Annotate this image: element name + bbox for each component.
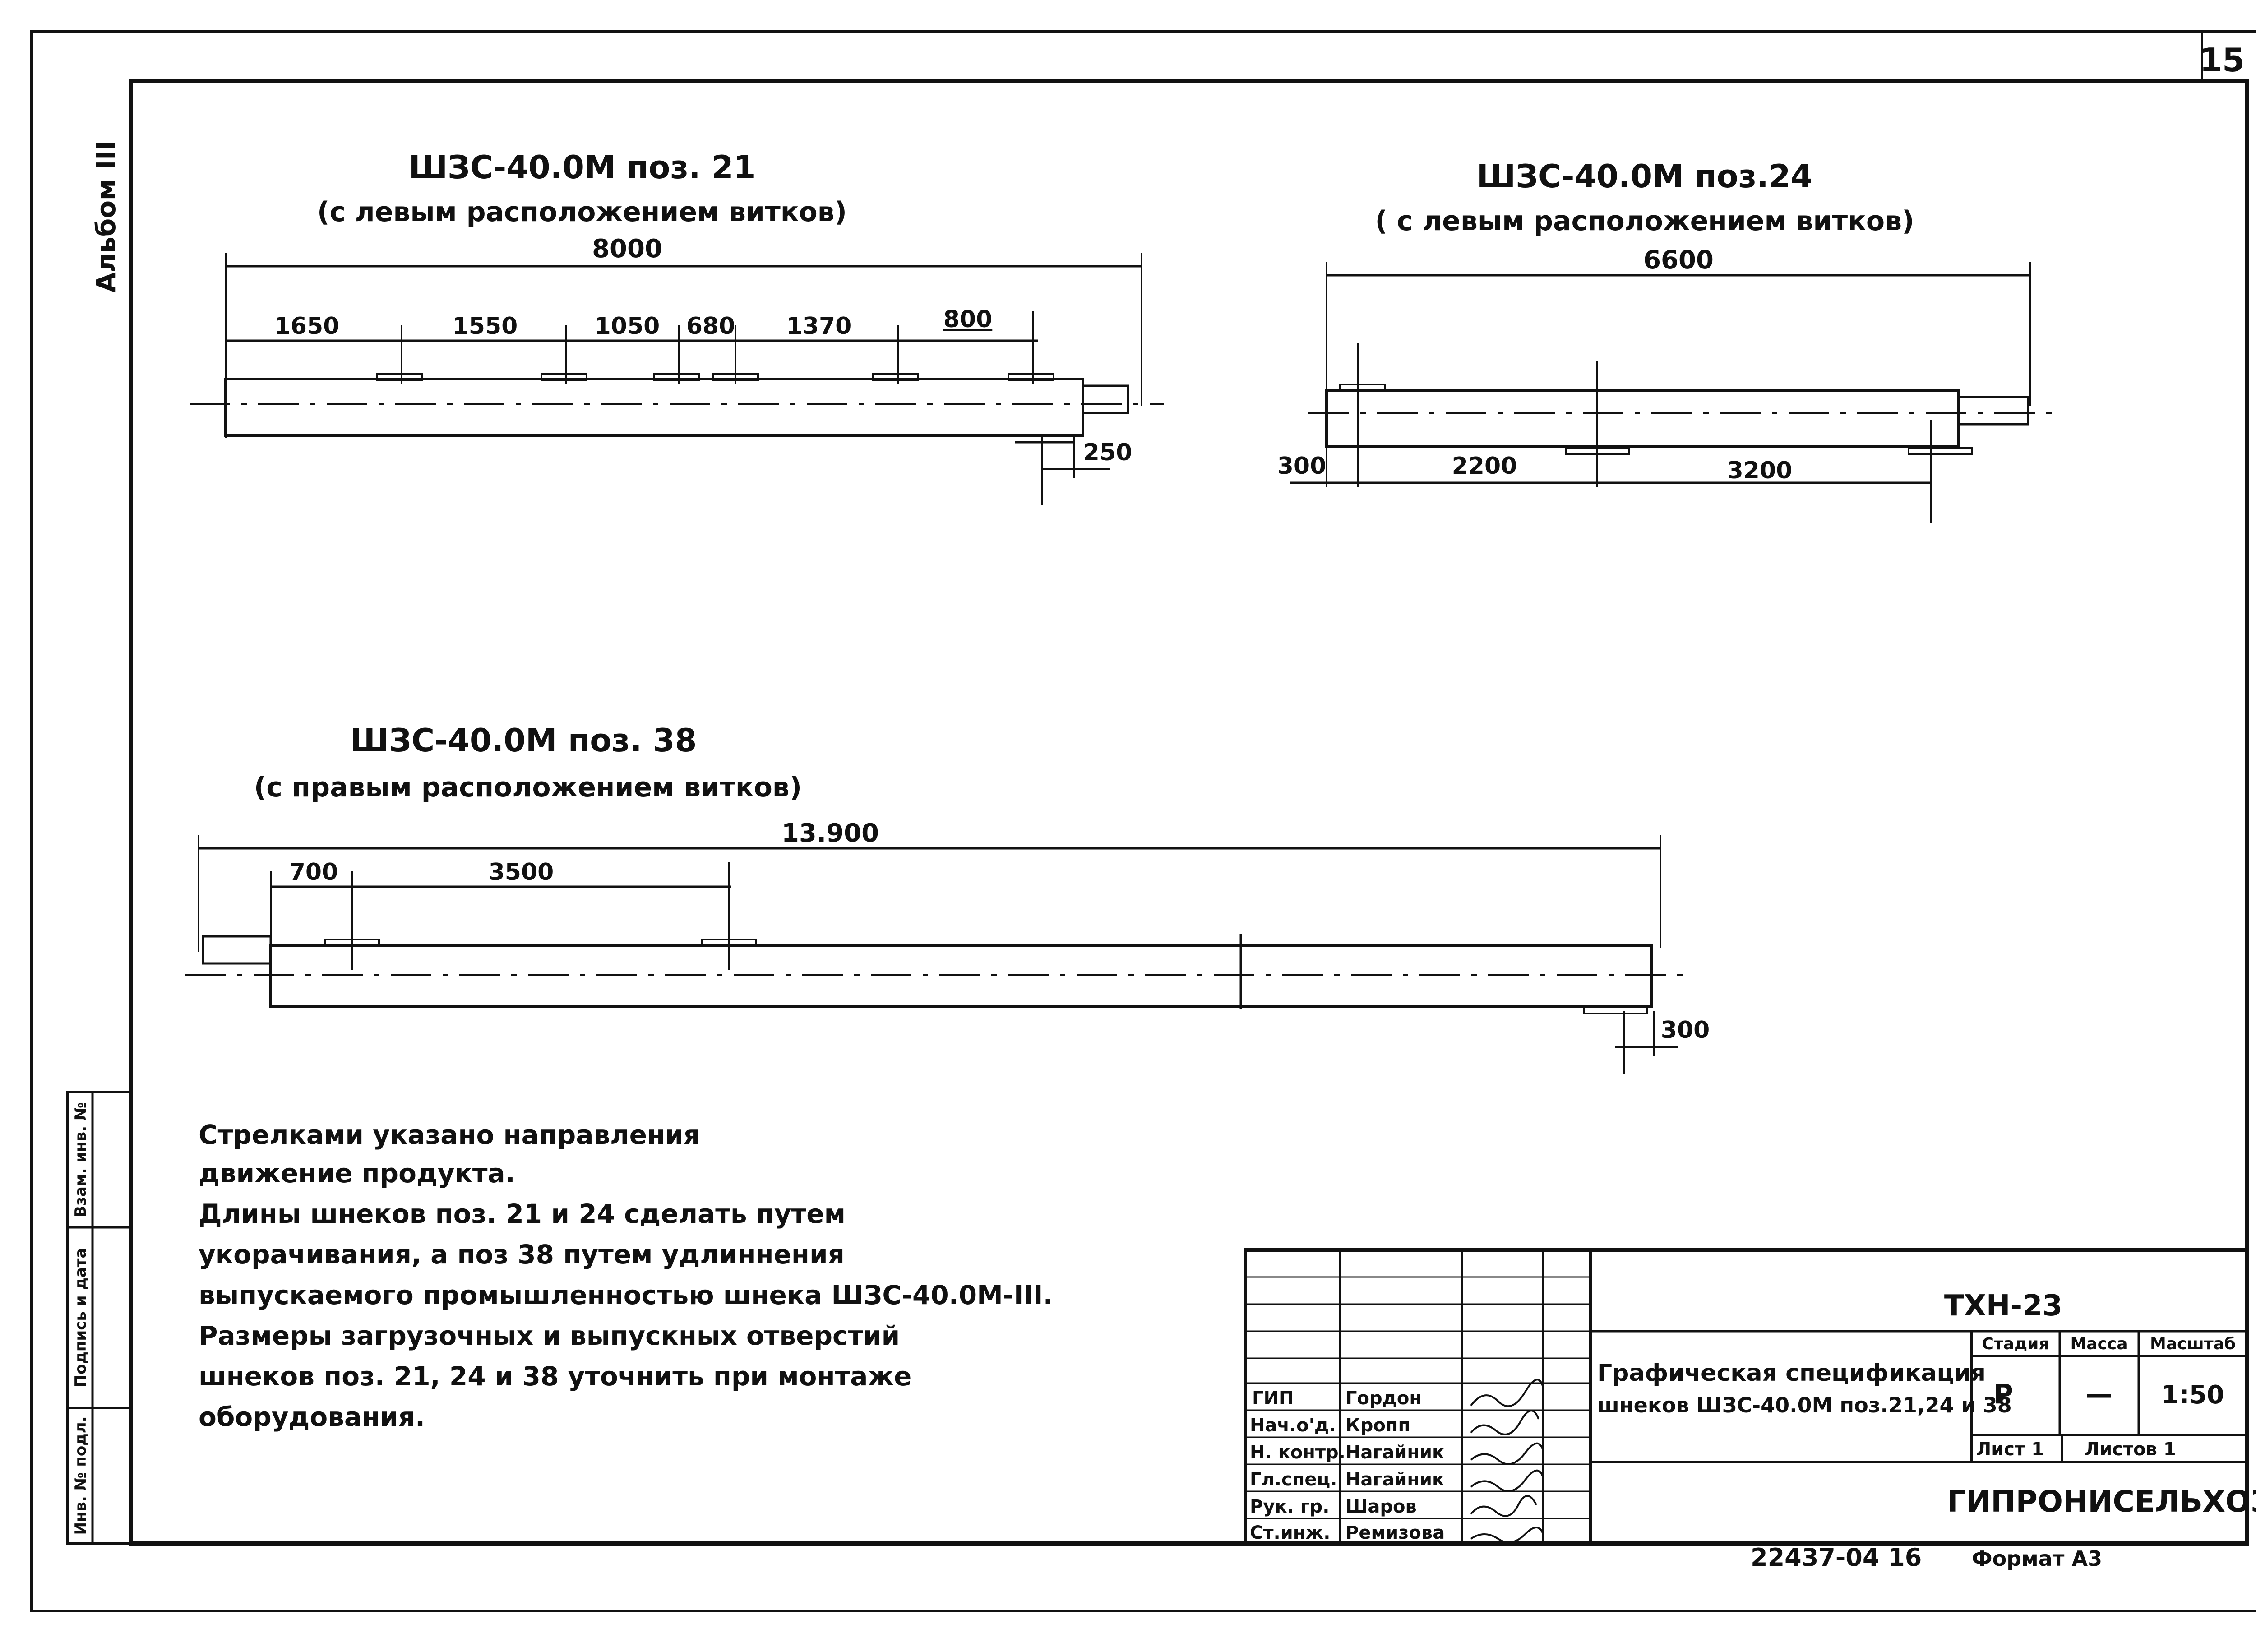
note-line: шнеков поз. 21, 24 и 38 уточнить при мон…	[199, 1361, 911, 1392]
diagram-38-extra-dim: 300	[1661, 1017, 1710, 1044]
diagram-24-seg-3: 3200	[1727, 457, 1793, 484]
diagram-38-body	[269, 944, 1653, 1008]
diagram-21-seg-1: 1650	[274, 313, 340, 340]
diagram-38-seg-1: 700	[289, 859, 338, 886]
stage-value: Р	[1993, 1379, 2013, 1410]
name-4: Нагайник	[1345, 1469, 1444, 1490]
album-label: Альбом III	[91, 141, 121, 293]
header-mass: Масса	[2070, 1335, 2127, 1353]
role-4: Гл.спец.	[1250, 1469, 1337, 1490]
role-1: ГИП	[1252, 1388, 1294, 1409]
diagram-21-body	[224, 378, 1084, 437]
diagram-21-seg-4: 680	[686, 313, 735, 340]
note-line: Длины шнеков поз. 21 и 24 сделать путем	[199, 1199, 846, 1229]
diagram-38-seg-2: 3500	[489, 859, 554, 886]
name-6: Ремизова	[1345, 1522, 1445, 1543]
diagram-38-shaft	[202, 935, 272, 965]
diagram-21-seg-3: 1050	[595, 313, 660, 340]
note-line: укорачивания, а поз 38 путем удлиннения	[199, 1239, 845, 1270]
role-5: Рук. гр.	[1250, 1496, 1329, 1517]
notes: Стрелками указано направления движение п…	[199, 1120, 1053, 1432]
drawing-code: ТХН-23	[1944, 1289, 2062, 1323]
diagram-21-seg-5: 1370	[786, 313, 852, 340]
left-stamp: Инв. № подл. Подпись и дата Взам. инв. №	[66, 1091, 132, 1545]
role-2: Нач.о'д.	[1250, 1415, 1336, 1436]
sheet-number: 15	[2200, 41, 2245, 79]
diagram-38-title: ШЗС-40.0М поз. 38	[350, 722, 697, 759]
stamp-podpis-data: Подпись и дата	[72, 1248, 90, 1388]
note-line: Стрелками указано направления	[199, 1120, 700, 1150]
drawing-title-2: шнеков ШЗС-40.0М поз.21,24 и 38	[1597, 1393, 2012, 1417]
name-2: Кропп	[1345, 1415, 1410, 1436]
diagram-21-total-dim: 8000	[592, 234, 662, 264]
note-line: движение продукта.	[199, 1158, 515, 1189]
diagram-21-shaft	[1082, 384, 1129, 414]
scale-value: 1:50	[2161, 1380, 2224, 1410]
stamp-inv-podl: Инв. № подл.	[72, 1416, 90, 1535]
diagram-24-seg-2: 2200	[1452, 453, 1517, 480]
drawing-title-1: Графическая спецификация	[1597, 1360, 1986, 1387]
auger-diagram-24: ШЗС-40.0М поз.24 ( с левым расположением…	[1277, 158, 2062, 523]
note-line: выпускаемого промышленностью шнека ШЗС-4…	[199, 1280, 1053, 1310]
diagram-21-extra-dim: 250	[1083, 439, 1133, 466]
sheets-label: Листов 1	[2085, 1439, 2176, 1460]
diagram-24-seg-1: 300	[1277, 453, 1327, 480]
format-label: Формат А3	[1972, 1546, 2102, 1571]
diagram-24-subtitle: ( с левым расположением витков)	[1375, 205, 1914, 237]
stamp-vzam-inv: Взам. инв. №	[72, 1102, 90, 1217]
diagram-21-title: ШЗС-40.0М поз. 21	[409, 149, 756, 186]
signatures	[1470, 1379, 1544, 1543]
role-6: Ст.инж.	[1250, 1522, 1330, 1543]
diagram-21-seg-2: 1550	[453, 313, 518, 340]
name-3: Нагайник	[1345, 1442, 1444, 1463]
auger-diagram-21: ШЗС-40.0М поз. 21 (с левым расположением…	[190, 149, 1164, 505]
note-line: оборудования.	[199, 1402, 425, 1432]
note-line: Размеры загрузочных и выпускных отверсти…	[199, 1320, 900, 1351]
diagram-38-total-dim: 13.900	[781, 819, 879, 848]
name-1: Гордон	[1345, 1388, 1422, 1409]
diagram-24-title: ШЗС-40.0М поз.24	[1477, 158, 1813, 195]
diagram-24-body	[1325, 389, 1960, 448]
diagram-38-subtitle: (с правым расположением витков)	[254, 772, 802, 803]
header-scale: Масштаб	[2150, 1335, 2236, 1353]
header-stage: Стадия	[1982, 1335, 2049, 1353]
diagram-21-subtitle: (с левым расположением витков)	[317, 196, 847, 228]
mass-value: —	[2085, 1379, 2113, 1410]
organization: ГИПРОНИСЕЛЬХОЗ	[1947, 1484, 2256, 1519]
diagram-24-total-dim: 6600	[1643, 245, 1714, 275]
archive-code: 22437-04 16	[1751, 1543, 1922, 1572]
outer-frame	[30, 30, 2256, 1612]
inner-frame	[129, 79, 2249, 1546]
auger-diagram-38: ШЗС-40.0М поз. 38 (с правым расположение…	[185, 722, 1710, 1074]
sheet-label: Лист 1	[1976, 1439, 2044, 1460]
diagram-21-seg-6: 800	[943, 306, 993, 333]
diagram-24-shaft	[1957, 396, 2029, 426]
title-block: ГИП Гордон Нач.о'д. Кропп Н. контр. Нага…	[1244, 1248, 2256, 1545]
name-5: Шаров	[1345, 1496, 1417, 1517]
role-3: Н. контр.	[1250, 1442, 1345, 1463]
